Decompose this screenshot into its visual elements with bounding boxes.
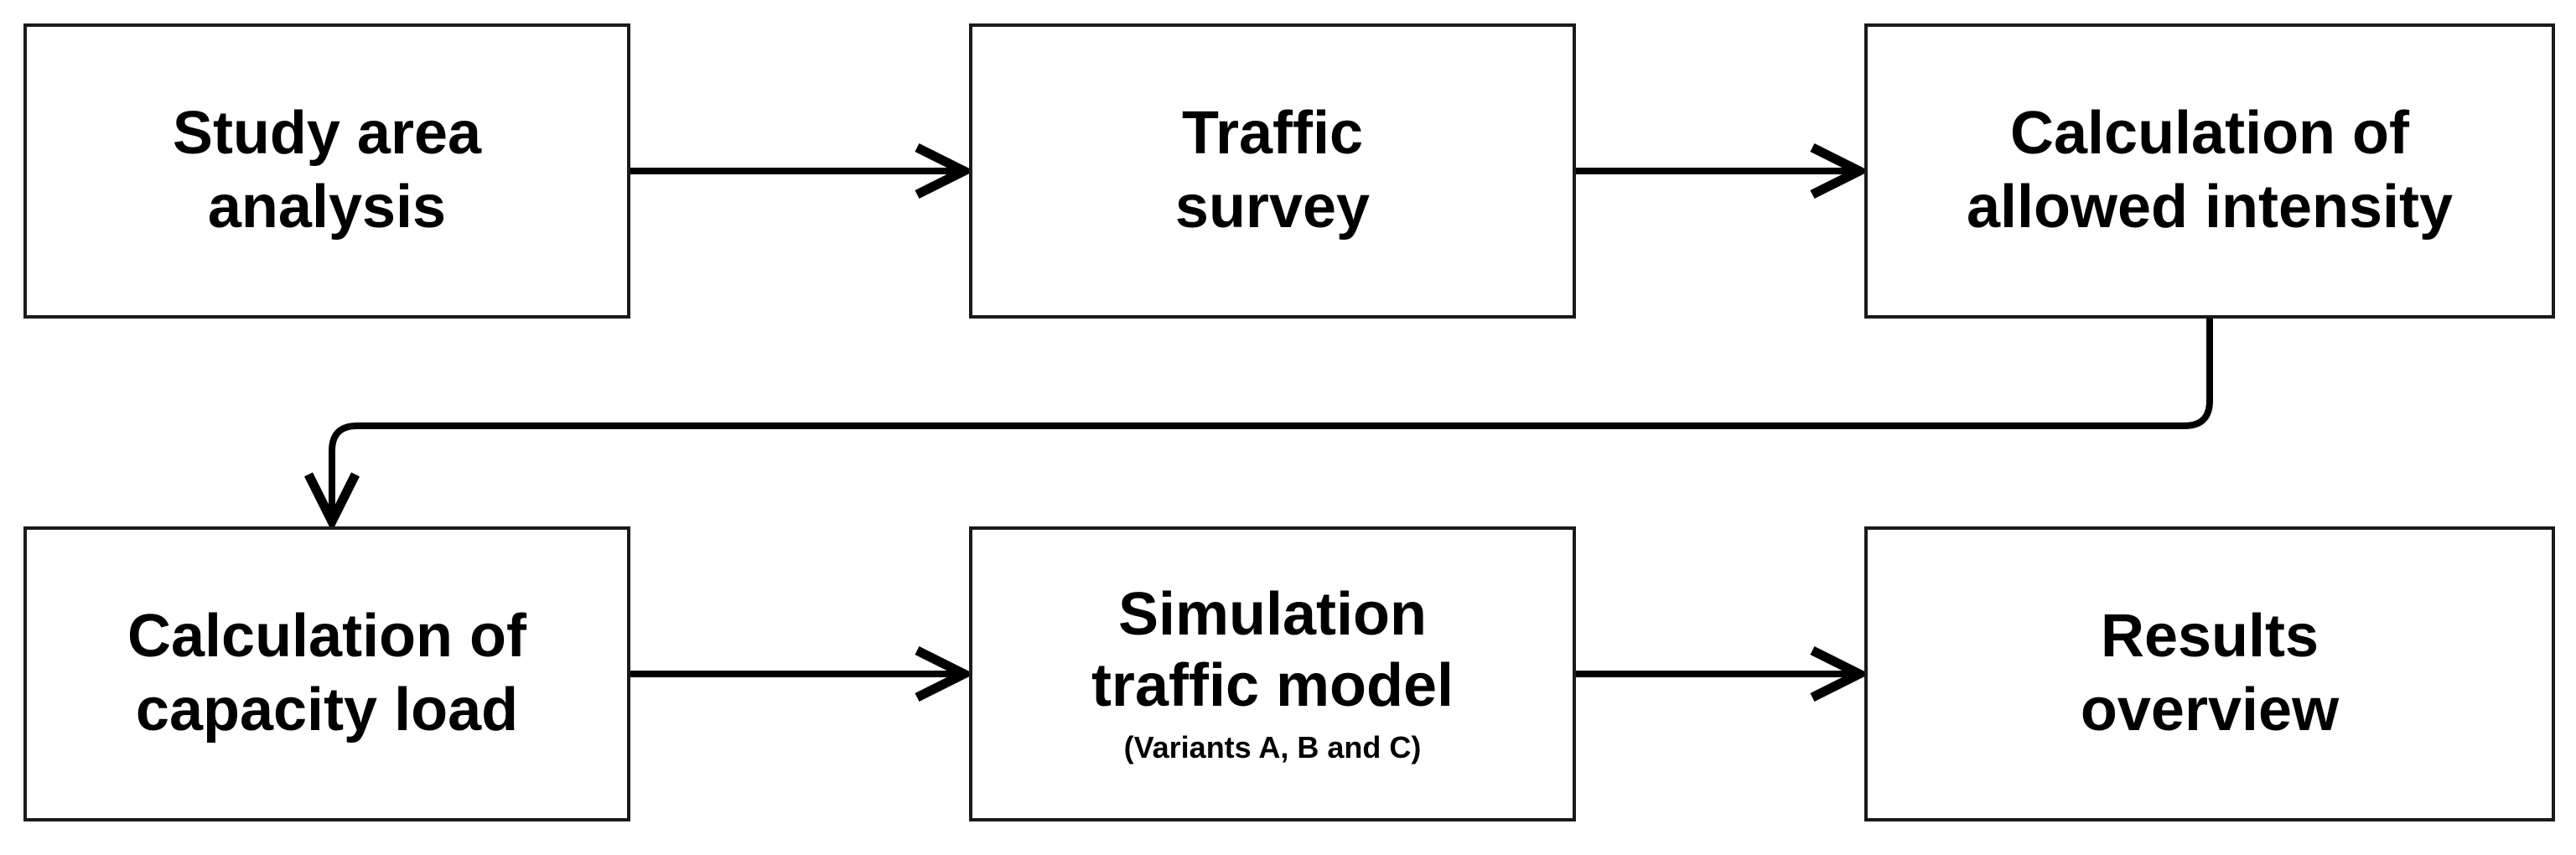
box-label-line: Calculation of xyxy=(2009,100,2409,168)
box-note-variants: (Variants A, B and C) xyxy=(1123,729,1422,764)
box-calculation-allowed-intensity: Calculation of allowed intensity xyxy=(1864,23,2555,319)
arrow-intensity-to-capacity xyxy=(332,319,2213,521)
box-label-line: survey xyxy=(1174,174,1371,241)
box-label-line: capacity load xyxy=(135,676,519,744)
box-label-line: allowed intensity xyxy=(1966,174,2454,241)
box-simulation-traffic-model: Simulation traffic model (Variants A, B … xyxy=(969,526,1576,821)
box-label-line: Results xyxy=(2100,603,2319,671)
box-label-line: overview xyxy=(2080,676,2340,744)
box-calculation-capacity-load: Calculation of capacity load xyxy=(23,526,630,821)
box-label-line: Study area xyxy=(172,100,482,168)
box-label-line: analysis xyxy=(207,174,447,241)
box-label-line: Calculation of xyxy=(127,603,526,671)
box-results-overview: Results overview xyxy=(1864,526,2555,821)
box-study-area-analysis: Study area analysis xyxy=(23,23,630,319)
box-traffic-survey: Traffic survey xyxy=(969,23,1576,319)
box-label-line: Traffic xyxy=(1181,100,1364,168)
box-label-line: traffic model xyxy=(1091,651,1454,719)
box-label-line: Simulation xyxy=(1117,580,1427,648)
